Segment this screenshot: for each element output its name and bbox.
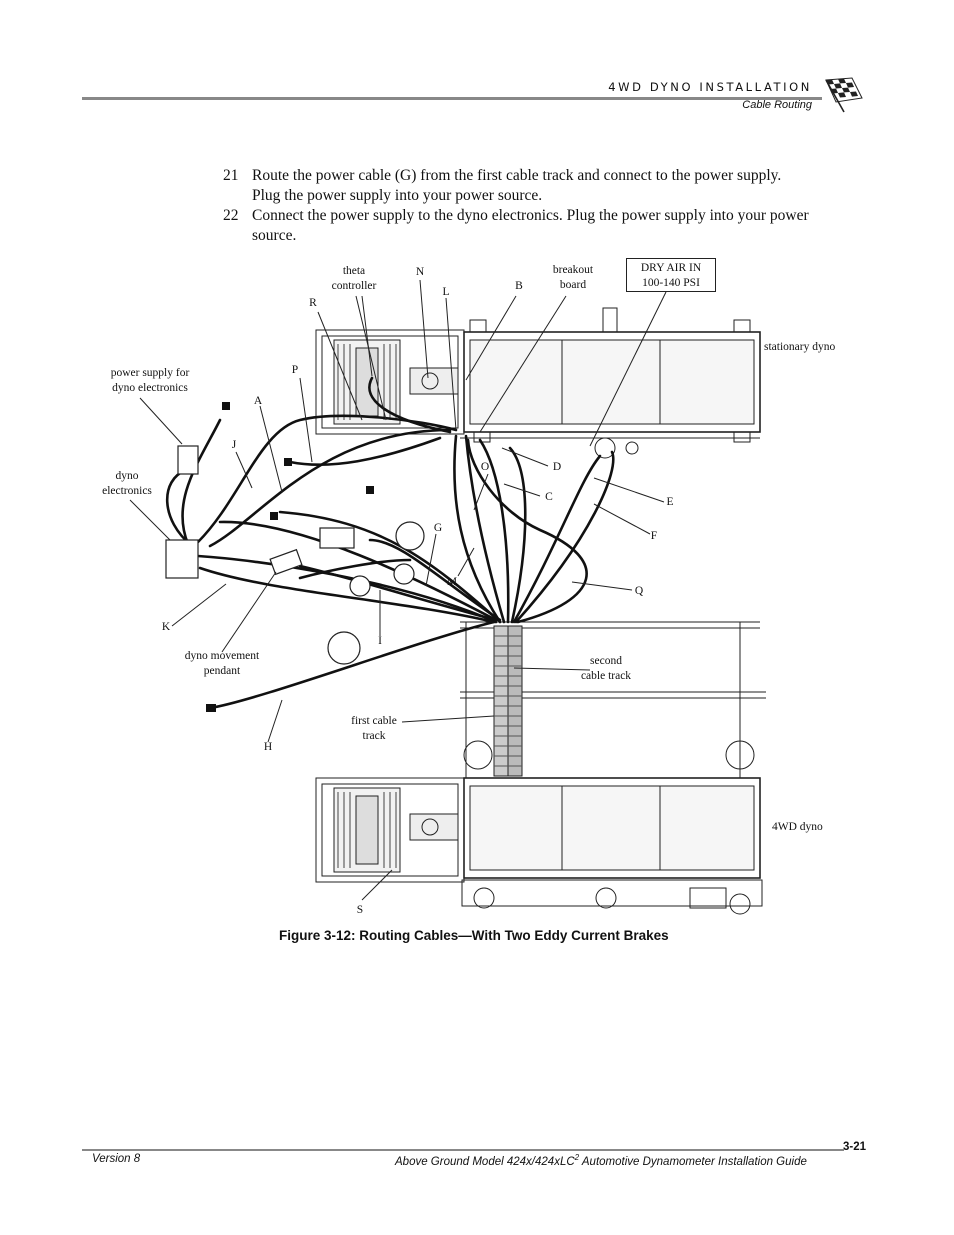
dyno-pendant-box xyxy=(269,548,303,576)
section-title: Cable Routing xyxy=(742,99,812,111)
cable-letter-o: O xyxy=(480,461,490,473)
cable-letter-e: E xyxy=(666,496,674,508)
label-second-cable-track: second cable track xyxy=(580,655,632,682)
footer-version: Version 8 xyxy=(92,1153,141,1165)
label-dyno-pendant: dyno movement pendant xyxy=(184,650,260,677)
cable-letter-l: L xyxy=(442,286,450,298)
label-power-supply: power supply for dyno electronics xyxy=(110,367,190,394)
cable-letter-b: B xyxy=(515,280,523,292)
first-cable-track xyxy=(493,625,509,777)
cable-letter-a: A xyxy=(253,395,263,407)
dry-air-box: DRY AIR IN 100-140 PSI xyxy=(626,258,716,292)
page-number: 3-21 xyxy=(843,1141,867,1153)
cable-letter-g: G xyxy=(433,522,443,534)
cable-letter-q: Q xyxy=(634,585,644,597)
cable-letter-p: P xyxy=(291,364,299,376)
cable-letter-i: I xyxy=(378,635,382,647)
cable-letter-s: S xyxy=(356,904,364,916)
cable-letter-n: N xyxy=(415,266,425,278)
footer-rule xyxy=(82,1149,844,1151)
step-text: Connect the power supply to the dyno ele… xyxy=(252,207,809,244)
cable-letter-m: M xyxy=(446,576,458,588)
label-theta-controller: theta controller xyxy=(331,265,377,292)
dyno-electronics-box xyxy=(165,539,199,579)
second-cable-track xyxy=(507,625,523,777)
step-text: Route the power cable (G) from the first… xyxy=(252,167,782,204)
label-4wd-dyno: 4WD dyno xyxy=(772,821,823,833)
label-breakout-board: breakout board xyxy=(552,264,594,291)
chapter-title: 4WD DYNO INSTALLATION xyxy=(608,80,812,94)
checkered-flag-icon xyxy=(825,77,863,113)
pendant-adapter-box xyxy=(319,527,355,549)
step-number: 22 xyxy=(223,207,239,224)
step-number: 21 xyxy=(223,167,239,184)
label-dyno-electronics: dyno electronics xyxy=(102,470,152,497)
cable-letter-d: D xyxy=(552,461,562,473)
cable-letter-r: R xyxy=(309,297,317,309)
power-supply-box xyxy=(177,445,199,475)
cable-letter-f: F xyxy=(650,530,658,542)
figure-caption: Figure 3-12: Routing Cables—With Two Edd… xyxy=(279,928,669,943)
cable-letter-h: H xyxy=(263,741,273,753)
label-first-cable-track: first cable track xyxy=(351,715,397,742)
cable-letter-k: K xyxy=(161,621,171,633)
cable-letter-j: J xyxy=(231,439,237,451)
4wd-roller-frame xyxy=(463,777,761,879)
cable-letter-c: C xyxy=(545,491,553,503)
label-stationary-dyno: stationary dyno xyxy=(764,341,836,353)
header-rule xyxy=(82,97,822,100)
footer-guide-title: Above Ground Model 424x/424xLC2 Automoti… xyxy=(395,1153,807,1168)
